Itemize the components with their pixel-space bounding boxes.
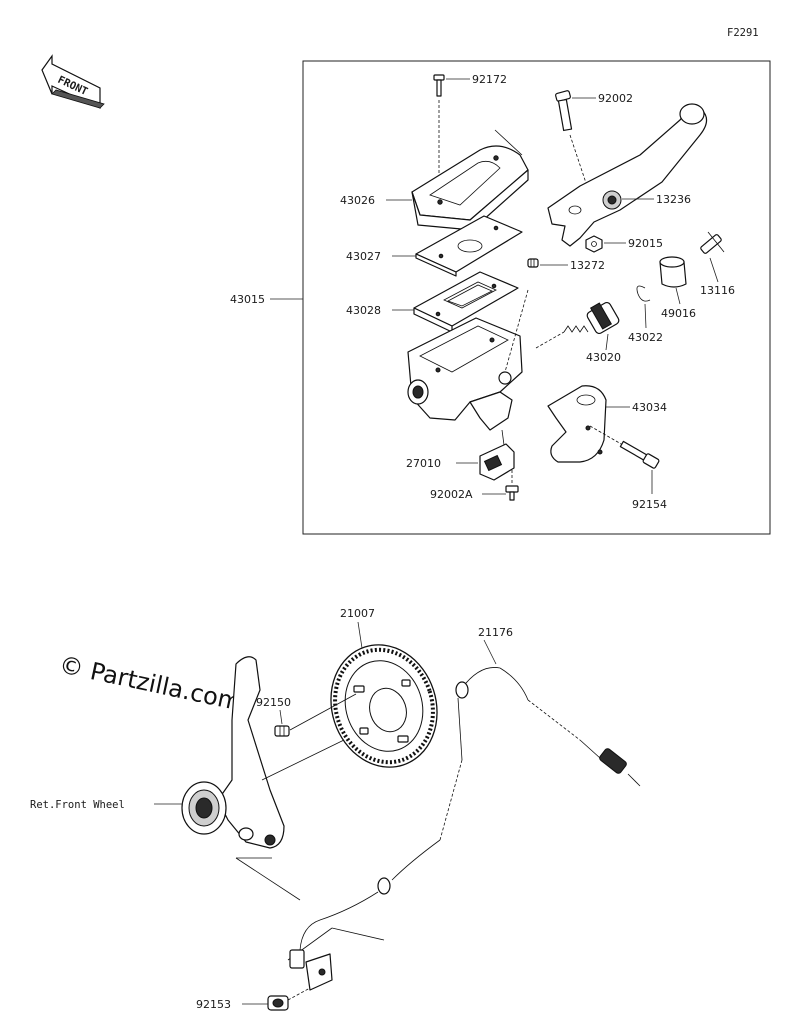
label-43027: 43027: [346, 250, 381, 263]
assembly-guide-lines: [235, 857, 385, 961]
label-43026: 43026: [340, 194, 375, 207]
label-43028: 43028: [346, 304, 381, 317]
bolt-92150: [274, 693, 357, 737]
circlip-43022: [636, 285, 651, 302]
screw-13272: [527, 258, 539, 268]
reservoir-cap-43026: [411, 129, 529, 231]
label-13272: 13272: [570, 259, 605, 272]
label-92015: 92015: [628, 237, 663, 250]
clamp-holder-43034: [547, 385, 607, 463]
bolt-92002: [555, 90, 591, 196]
label-21176: 21176: [478, 626, 513, 639]
wheel-hub-bracket: [181, 656, 345, 849]
ref-front-wheel: Ret.Front Wheel: [30, 799, 125, 811]
brake-lever: [547, 103, 708, 247]
label-43034: 43034: [632, 401, 667, 414]
nut-92015: [585, 235, 603, 253]
diagram-code: F2291: [727, 27, 759, 39]
label-21007: 21007: [340, 607, 375, 620]
abs-sensor-21176: [289, 667, 641, 991]
label-92150: 92150: [256, 696, 291, 709]
master-cylinder-body: [407, 289, 529, 431]
label-92154: 92154: [632, 498, 667, 511]
sensor-rotor-21007: [330, 644, 438, 768]
brake-switch-27010: [479, 429, 515, 481]
watermark: © Partzilla.com: [57, 650, 244, 716]
piston-kit-43020: [535, 301, 620, 349]
bolt-92153: [267, 987, 311, 1011]
label-13236: 13236: [656, 193, 691, 206]
label-92172: 92172: [472, 73, 507, 86]
label-92002: 92002: [598, 92, 633, 105]
boot-49016: [659, 256, 687, 288]
label-27010: 27010: [406, 457, 441, 470]
label-49016: 49016: [661, 307, 696, 320]
bolt-92154: [589, 425, 660, 469]
label-92002A: 92002A: [430, 488, 473, 501]
diaphragm-plate-43027: [415, 215, 523, 277]
front-arrow-icon: FRONT: [41, 54, 105, 109]
pin-13116: [700, 231, 725, 254]
screw-92172: [433, 74, 445, 180]
label-43022: 43022: [628, 331, 663, 344]
screw-92002A: [505, 470, 519, 501]
label-43015: 43015: [230, 293, 265, 306]
label-13116: 13116: [700, 284, 735, 297]
diaphragm-43028: [413, 271, 519, 333]
label-43020: 43020: [586, 351, 621, 364]
assembly-frame: [302, 60, 771, 535]
label-92153: 92153: [196, 998, 231, 1011]
